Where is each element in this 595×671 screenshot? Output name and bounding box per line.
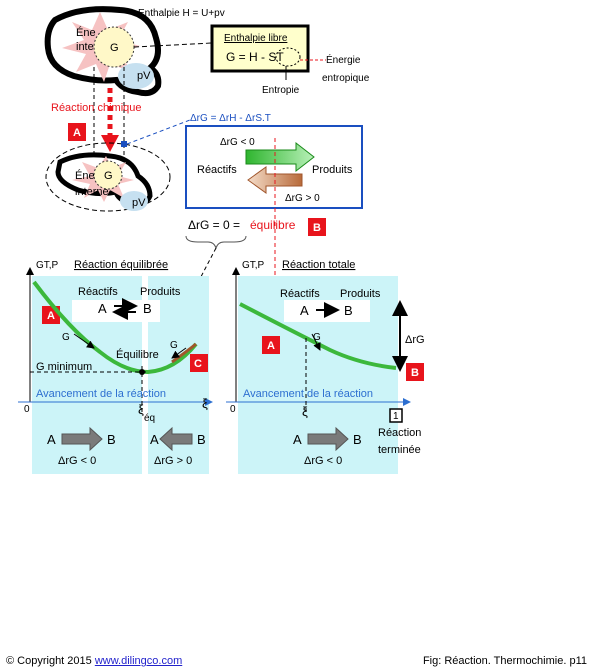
right-reactants: Réactifs bbox=[280, 288, 320, 300]
delta-g-lt-label: ΔrG < 0 bbox=[220, 137, 255, 148]
free-enthalpy-title: Enthalpie libre bbox=[224, 33, 288, 44]
done-label-2: terminée bbox=[378, 444, 421, 456]
g-symbol: G bbox=[110, 42, 119, 54]
g-symbol-2: G bbox=[104, 170, 113, 182]
left-rev-b: B bbox=[197, 432, 206, 447]
badge-b-box bbox=[308, 218, 326, 236]
done-label-1: Réaction bbox=[378, 427, 421, 439]
left-rev-a: A bbox=[150, 432, 159, 447]
delta-g-box bbox=[185, 125, 363, 209]
products-label-box: Produits bbox=[312, 164, 353, 176]
entropy-label: Entropie bbox=[262, 85, 300, 96]
badge-a-top-text: A bbox=[73, 127, 81, 139]
left-g2: G bbox=[170, 340, 178, 351]
footer-fig: Fig: Réaction. Thermochimie. p11 bbox=[422, 655, 587, 667]
badge-a-top bbox=[68, 123, 86, 141]
internal-energy-2-label-1: Éne bbox=[75, 169, 95, 182]
left-reactants: Réactifs bbox=[78, 286, 118, 298]
free-enthalpy-formula: G = H - ST bbox=[226, 50, 284, 64]
reactants-label-box: Réactifs bbox=[197, 164, 237, 176]
badge-a-right bbox=[262, 336, 280, 354]
badge-b-box-text: B bbox=[313, 222, 321, 234]
left-g-minimum: G minimum bbox=[36, 361, 92, 373]
badge-a-right-text: A bbox=[267, 340, 275, 352]
badge-b-right bbox=[406, 363, 424, 381]
pv-label-2: pV bbox=[132, 197, 146, 209]
left-y-label: GT,P bbox=[36, 260, 59, 271]
right-g-curve bbox=[239, 302, 397, 370]
enthalpy-blob-bottom bbox=[55, 152, 153, 211]
site-link[interactable]: www.dilingco.com bbox=[94, 655, 183, 667]
left-dg-gt: ΔrG > 0 bbox=[154, 455, 192, 467]
left-progress: Avancement de la réaction bbox=[36, 388, 166, 400]
internal-energy-label-1: Éne bbox=[76, 26, 96, 39]
enthalpy-blob-top bbox=[44, 6, 162, 97]
badge-a-left-text: A bbox=[47, 310, 55, 322]
badge-c-text: C bbox=[194, 358, 202, 370]
right-dg-lt: ΔrG < 0 bbox=[304, 455, 342, 467]
entropic-energy-label-2: entropique bbox=[322, 73, 370, 84]
badge-c bbox=[190, 354, 208, 372]
left-origin: 0 bbox=[24, 404, 30, 415]
entropic-energy-label-1: Énergie bbox=[326, 53, 361, 66]
right-plot-title: Réaction totale bbox=[282, 259, 355, 271]
left-dg-lt: ΔrG < 0 bbox=[58, 455, 96, 467]
left-a: A bbox=[98, 301, 107, 316]
done-box bbox=[389, 408, 403, 423]
right-g: G bbox=[313, 332, 321, 343]
right-progress: Avancement de la réaction bbox=[243, 388, 373, 400]
left-fwd-a: A bbox=[47, 432, 56, 447]
equilibrium-word: équilibre bbox=[250, 218, 296, 232]
reaction-label: Réaction chimique bbox=[51, 102, 142, 114]
equilibrium-eq: ΔrG = 0 = bbox=[188, 218, 240, 232]
left-xi-eq-sub: éq bbox=[144, 413, 155, 424]
delta-g-gt-label: ΔrG > 0 bbox=[285, 193, 320, 204]
right-products: Produits bbox=[340, 288, 381, 300]
pv-label: pV bbox=[137, 70, 151, 82]
left-plot-title: Réaction équilibrée bbox=[74, 259, 168, 271]
left-g-curve bbox=[32, 280, 198, 375]
done-box-num: 1 bbox=[393, 411, 399, 422]
right-y-label: GT,P bbox=[242, 260, 265, 271]
left-equilibrium: Équilibre bbox=[116, 348, 159, 361]
reaction-system-outline bbox=[45, 142, 171, 212]
right-fwd-b: B bbox=[353, 432, 362, 447]
right-fwd-a: A bbox=[293, 432, 302, 447]
left-xi: ξ bbox=[202, 396, 208, 411]
left-b: B bbox=[143, 301, 152, 316]
right-xi: ξ bbox=[302, 404, 308, 419]
left-products: Produits bbox=[140, 286, 181, 298]
footer-copyright: © Copyright 2015 www.dilingco.com bbox=[6, 655, 182, 667]
delta-g-formula: ΔrG = ΔrH - ΔrS.T bbox=[190, 113, 271, 124]
badge-b-right-text: B bbox=[411, 367, 419, 379]
right-a: A bbox=[300, 303, 309, 318]
enthalpy-formula: Enthalpie H = U+pv bbox=[138, 8, 225, 19]
copyright-text: © Copyright 2015 bbox=[6, 655, 92, 667]
right-b: B bbox=[344, 303, 353, 318]
left-fwd-b: B bbox=[107, 432, 116, 447]
forward-arrow bbox=[245, 141, 315, 173]
internal-energy-label-2: inte bbox=[76, 41, 94, 53]
left-xi-eq: ξ bbox=[138, 402, 144, 417]
left-g1: G bbox=[62, 332, 70, 343]
internal-energy-2-label-2: interne bbox=[75, 186, 109, 198]
right-delta-g: ΔrG bbox=[405, 334, 425, 346]
right-origin: 0 bbox=[230, 404, 236, 415]
